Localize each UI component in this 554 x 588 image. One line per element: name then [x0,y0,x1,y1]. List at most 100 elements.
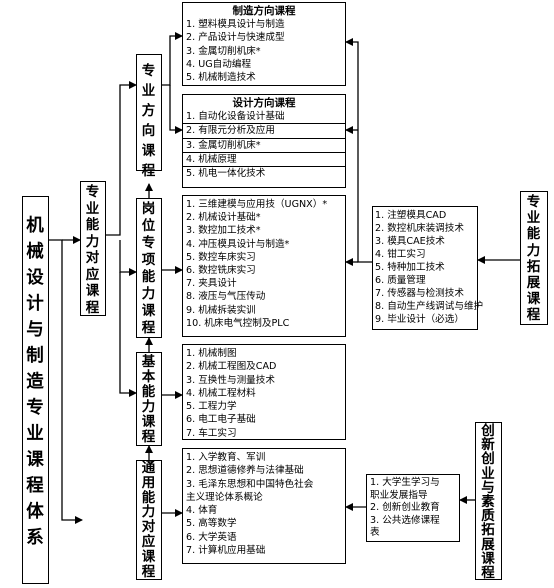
label-char: 拓 [526,258,542,275]
list-item: 表 [370,527,380,539]
list-item: 9. 毕业设计（必选） [375,314,464,325]
list-item: 5. 数控车床实习 [186,251,256,263]
list-item: 职业发展指导 [370,489,428,501]
list-item: 4. 钳工实习 [375,249,426,260]
label-char: 业 [85,200,101,217]
label-char: 应 [141,533,157,550]
label-char: 程 [141,320,157,336]
list-item: 8. 自动生产线调试与维护 [375,301,484,312]
label-char: 力 [85,233,101,250]
list-item: 1. 塑料模具设计与制造 [186,19,285,30]
label-char: 专 [141,63,157,79]
list-item: 2. 有限元分析及应用 [186,125,275,137]
list-item: 3. 互换性与测量技术 [186,374,275,386]
label-char: 与 [26,320,45,340]
label-char: 项 [141,252,157,268]
list-item: 主义理论体系概论 [186,491,263,503]
edge-zhuanye-fangxiang [106,81,137,236]
list-item: 3. 公共选修课程 [370,514,440,526]
list-item: 2. 数控机床装调技术 [375,223,464,234]
label-char: 本 [141,369,157,385]
label-char: 程 [526,307,542,324]
edge-fangxiang-zhizao [160,32,183,86]
root-node: 机械设计与制造专业课程体系 [22,196,49,584]
label-char: 用 [141,474,157,491]
list-item: 4. 体育 [186,505,218,517]
list-item: 6. 质量管理 [375,275,426,286]
label-char: 能 [141,269,157,285]
zhuanye-nengli-node: 专业能力对应课程 [80,181,106,316]
label-char: 能 [141,384,157,400]
label-char: 创 [481,423,496,439]
label-char: 械 [26,242,45,262]
label-char: 程 [141,429,157,445]
chuangxin-node: 创新创业与素质拓展课程 [475,422,502,580]
label-char: 质 [481,508,496,525]
label-char: 课 [141,548,157,565]
label-char: 基 [141,354,157,370]
label-char: 系 [26,528,45,548]
list-item: 2. 机械工程图及CAD [186,361,277,373]
label-char: 课 [526,291,542,308]
label-char: 课 [481,550,496,567]
label-char: 方 [141,103,157,119]
label-char: 拓 [481,522,496,539]
label-char: 应 [85,266,101,283]
edge-zhuanye-gangwei [119,240,137,276]
sheji-title: 设计方向课程 [232,97,296,109]
label-char: 展 [481,536,496,553]
label-char: 对 [85,250,101,266]
label-char: 创 [481,451,496,468]
label-char: 课 [141,414,157,430]
label-char: 程 [141,163,157,179]
label-char: 课 [141,303,157,319]
gangwei-node: 岗位专项能力课程 [136,198,162,338]
label-char: 力 [141,286,157,302]
list-item: 6. 数控铣床实习 [186,265,256,277]
edge-zhuanye-jiben [119,272,137,397]
list-item: 1. 机械制图 [186,348,237,359]
list-item: 3. 毛泽东思想和中国特色社会 [186,478,314,490]
label-char: 专 [26,398,45,418]
label-char: 机 [26,216,45,236]
list-item: 7. 车工实习 [186,427,237,439]
label-char: 专 [85,184,101,200]
list-divider [183,137,345,139]
list-item: 10. 机床电气控制及PLC [186,317,290,329]
label-char: 业 [481,465,496,482]
tuozhan-node: 专业能力拓展课程 [520,191,548,325]
label-char: 课 [141,143,157,159]
list-item: 8. 液压与气压传动 [186,291,266,303]
list-item: 4. 机械工程材料 [186,387,256,399]
list-item: 2. 创新创业教育 [370,502,440,514]
label-char: 程 [26,476,45,496]
label-char: 计 [26,294,45,314]
edge-tuozhan-zhizao [345,38,372,263]
label-char: 课 [26,450,45,470]
list-item: 1. 三维建模与应用技（UGNX）* [186,199,328,210]
label-char: 力 [141,399,157,415]
label-char: 体 [26,502,45,522]
list-divider [183,151,345,153]
zhizao-title: 制造方向课程 [232,5,296,17]
tongyong-node: 通用能力对应课程 [136,460,162,580]
label-char: 制 [26,346,45,366]
list-item: 4. 机械原理 [186,153,237,165]
label-char: 程 [85,299,101,316]
gangwei-items: 1. 三维建模与应用技（UGNX）*2. 机械设计基础*3. 数控加工技术*4.… [186,198,342,330]
label-char: 素 [481,494,496,511]
edge-fangxiang-sheji [169,85,183,134]
label-char: 业 [526,210,542,227]
label-char: 展 [526,275,542,292]
label-char: 向 [141,123,157,139]
list-item: 1. 自动化设备设计基础 [186,111,285,122]
list-item: 7. 夹具设计 [186,278,237,290]
list-item: 1. 大学生学习与 [370,477,440,488]
